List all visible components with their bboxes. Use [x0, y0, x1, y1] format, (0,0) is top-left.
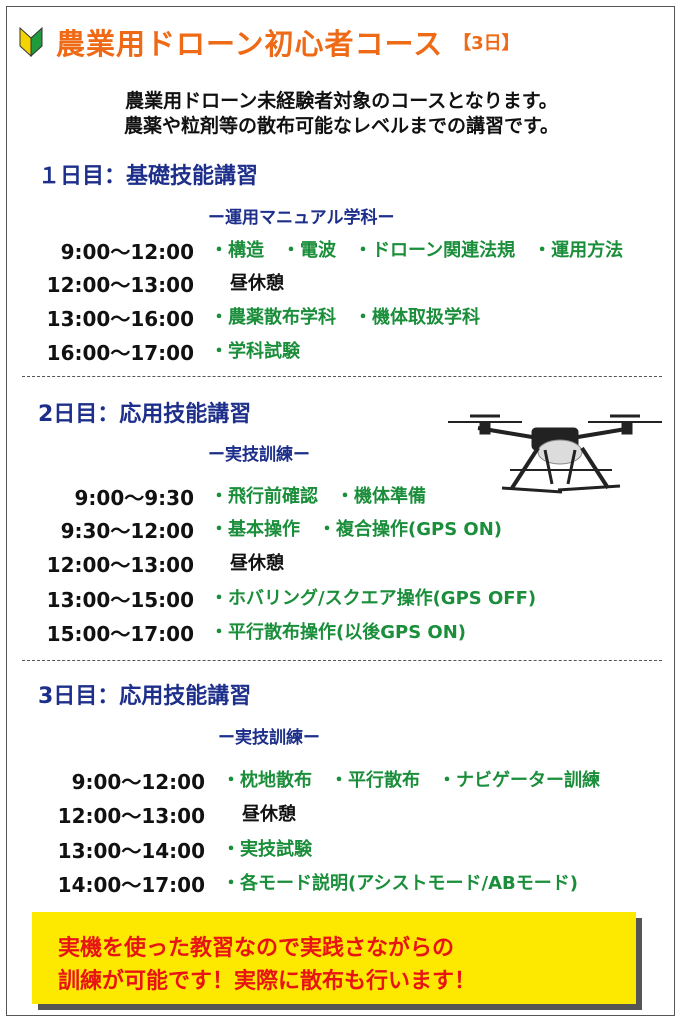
- section-divider: [22, 376, 662, 377]
- day2-row: 9:00〜9:30 ・飛行前確認 ・機体準備: [0, 482, 683, 510]
- intro-line-1: 農業用ドローン未経験者対象のコースとなります。: [125, 90, 558, 112]
- schedule-content: 昼休憩: [230, 273, 284, 294]
- day3-row: 13:00〜14:00 ・実技試験: [0, 835, 683, 863]
- day2-row: 13:00〜15:00 ・ホバリング/スクエア操作(GPS OFF): [0, 584, 683, 612]
- day1-row: 12:00〜13:00 昼休憩: [0, 269, 683, 297]
- beginner-leaf-icon: [19, 26, 43, 58]
- day3-heading: 3日目：応用技能講習: [38, 684, 252, 709]
- day1-row: 16:00〜17:00 ・学科試験: [0, 337, 683, 365]
- schedule-content: 昼休憩: [230, 553, 284, 574]
- header: 農業用ドローン初心者コース 【3日】: [18, 22, 520, 62]
- intro-line-2: 農薬や粒剤等の散布可能なレベルまでの講習です。: [123, 115, 560, 137]
- schedule-content: ・学科試験: [210, 341, 300, 362]
- schedule-content: ・基本操作 ・複合操作(GPS ON): [210, 519, 503, 540]
- schedule-content: 昼休憩: [242, 804, 296, 825]
- schedule-content: ・ホバリング/スクエア操作(GPS OFF): [210, 588, 537, 609]
- schedule-time: 13:00〜15:00: [46, 588, 194, 612]
- page-frame: [6, 6, 675, 1016]
- day1-subheading: ー運用マニュアル学科ー: [208, 208, 395, 228]
- schedule-time: 9:30〜12:00: [60, 519, 194, 543]
- banner-line-1: 実機を使った教習なので実践さながらの: [58, 936, 455, 961]
- day1-row: 13:00〜16:00 ・農薬散布学科 ・機体取扱学科: [0, 303, 683, 331]
- day2-row: 15:00〜17:00 ・平行散布操作(以後GPS ON): [0, 618, 683, 646]
- banner-line-2: 訓練が可能です！実際に散布も行います！: [58, 969, 477, 994]
- schedule-time: 12:00〜13:00: [57, 804, 205, 828]
- day3-row: 12:00〜13:00 昼休憩: [0, 800, 683, 828]
- schedule-content: ・飛行前確認 ・機体準備: [210, 486, 426, 507]
- schedule-time: 13:00〜16:00: [46, 307, 194, 331]
- day2-row: 9:30〜12:00 ・基本操作 ・複合操作(GPS ON): [0, 515, 683, 543]
- schedule-time: 9:00〜9:30: [74, 486, 195, 510]
- day2-subheading: ー実技訓練ー: [208, 445, 310, 465]
- schedule-time: 14:00〜17:00: [57, 873, 205, 897]
- section-divider: [22, 660, 662, 661]
- promo-banner: 実機を使った教習なので実践さながらの 訓練が可能です！実際に散布も行います！: [32, 912, 636, 1004]
- schedule-time: 16:00〜17:00: [46, 341, 194, 365]
- drone-image: [448, 414, 662, 494]
- schedule-content: ・枕地散布 ・平行散布 ・ナビゲーター訓練: [222, 770, 600, 791]
- schedule-time: 9:00〜12:00: [60, 240, 194, 264]
- page-title: 農業用ドローン初心者コース: [56, 27, 444, 61]
- schedule-content: ・平行散布操作(以後GPS ON): [210, 622, 467, 643]
- schedule-time: 12:00〜13:00: [46, 553, 194, 577]
- day2-heading: 2日目：応用技能講習: [38, 402, 252, 427]
- days-badge: 【3日】: [453, 33, 520, 54]
- day1-row: 9:00〜12:00 ・構造 ・電波 ・ドローン関連法規 ・運用方法: [0, 236, 683, 264]
- day3-row: 14:00〜17:00 ・各モード説明(アシストモード/ABモード): [0, 869, 683, 897]
- schedule-content: ・構造 ・電波 ・ドローン関連法規 ・運用方法: [210, 240, 624, 261]
- schedule-time: 9:00〜12:00: [71, 770, 205, 794]
- day3-row: 9:00〜12:00 ・枕地散布 ・平行散布 ・ナビゲーター訓練: [0, 766, 683, 794]
- schedule-content: ・実技試験: [222, 839, 312, 860]
- schedule-time: 13:00〜14:00: [57, 839, 205, 863]
- schedule-content: ・各モード説明(アシストモード/ABモード): [222, 873, 578, 894]
- day2-row: 12:00〜13:00 昼休憩: [0, 549, 683, 577]
- schedule-time: 15:00〜17:00: [46, 622, 194, 646]
- day3-subheading: ー実技訓練ー: [218, 728, 320, 748]
- day1-heading: １日目：基礎技能講習: [38, 164, 259, 189]
- schedule-content: ・農薬散布学科 ・機体取扱学科: [210, 307, 480, 328]
- schedule-time: 12:00〜13:00: [46, 273, 194, 297]
